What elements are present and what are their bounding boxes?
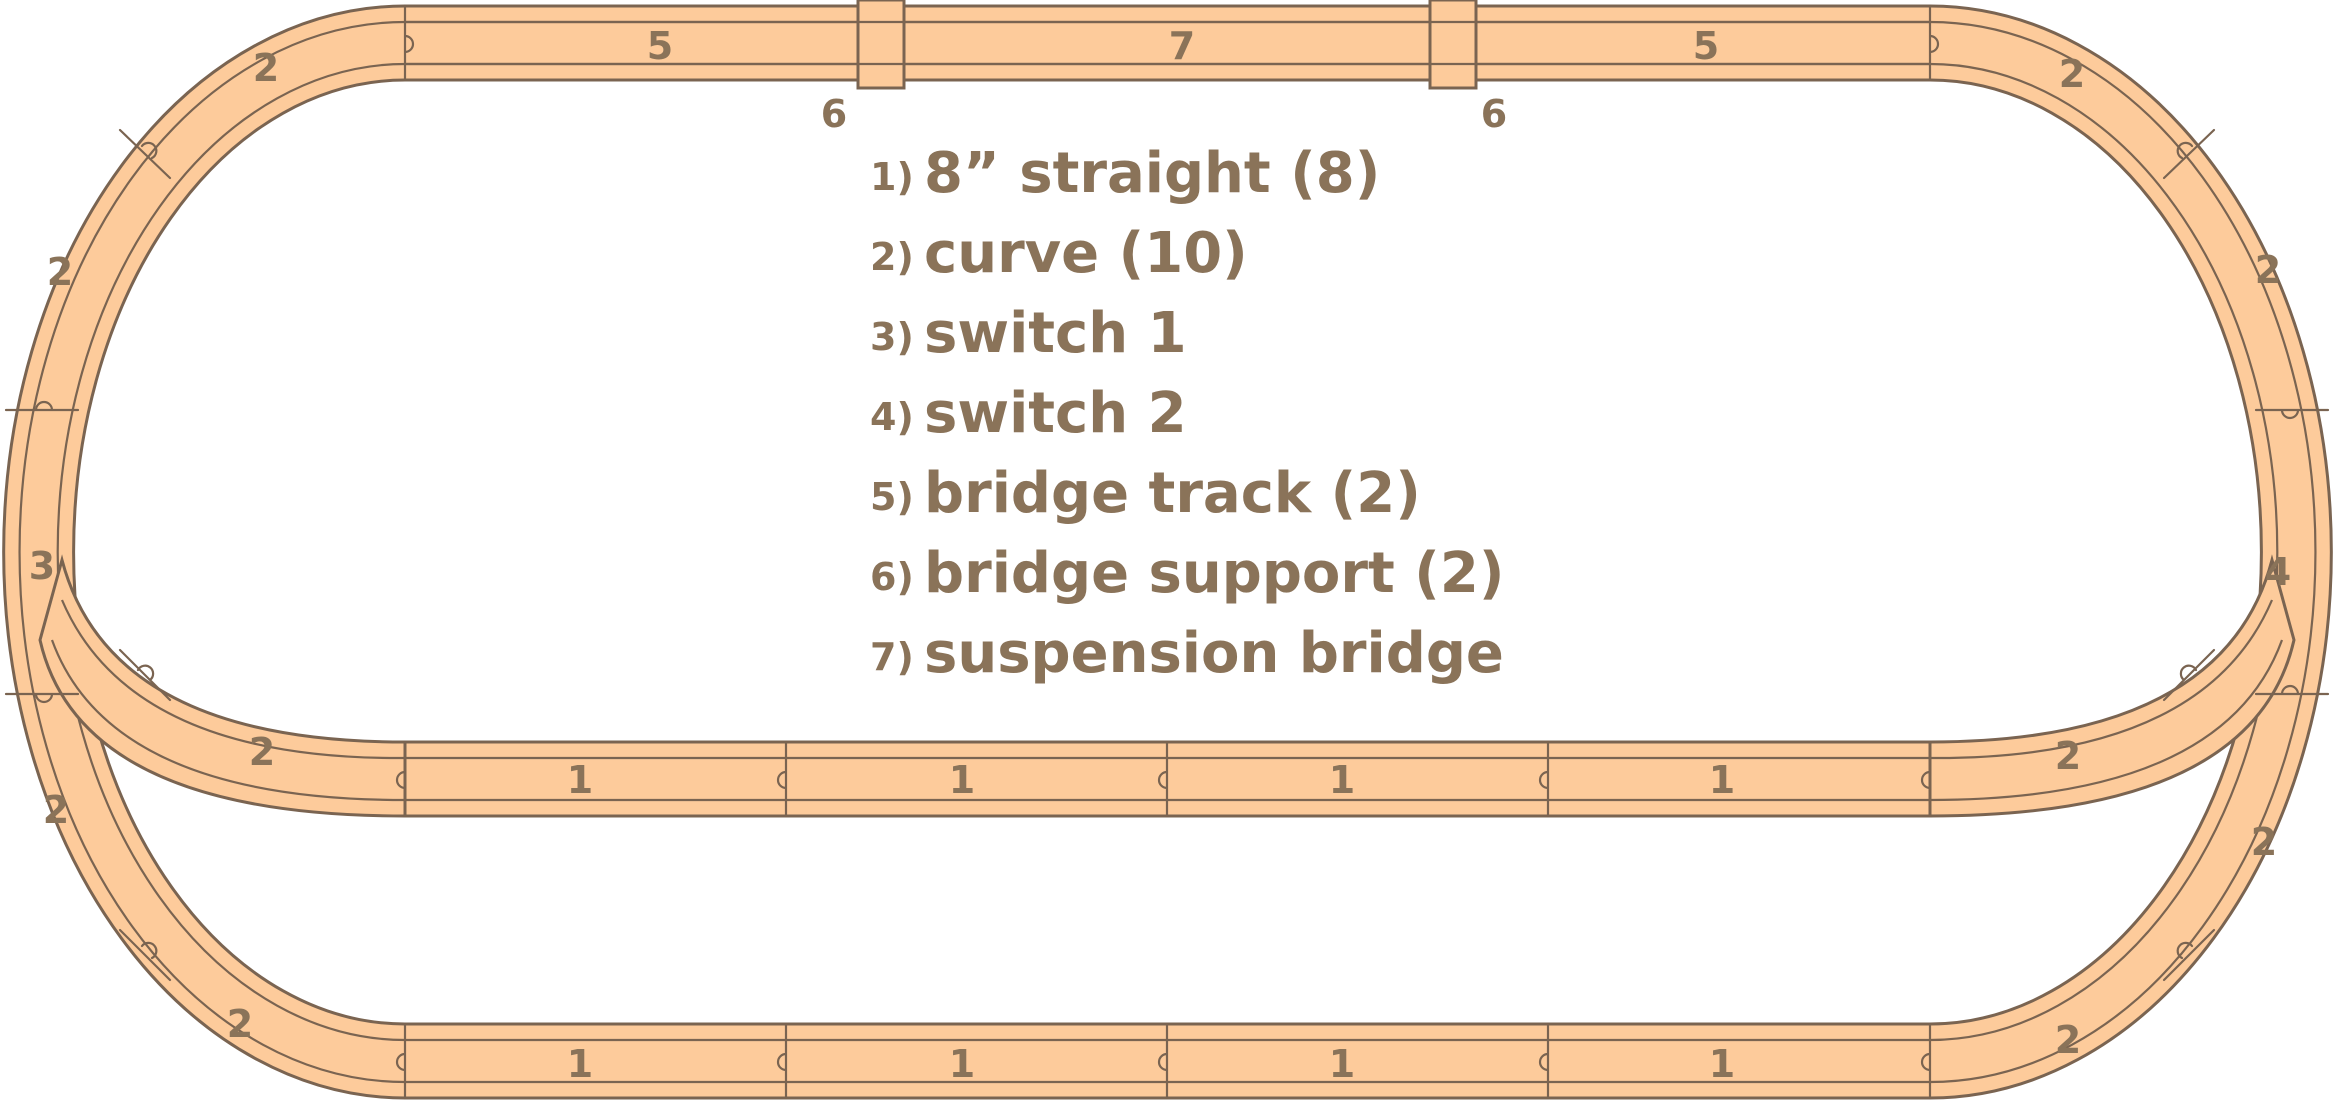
legend-index: 1) <box>870 155 914 199</box>
outer-loop-track <box>2 4 2333 1100</box>
label-upper-straight: 1 <box>1709 758 1735 802</box>
legend-item: 1) 8” straight (8) <box>870 141 1380 206</box>
legend-label: bridge track (2) <box>924 461 1421 526</box>
label-top-suspension: 7 <box>1169 24 1195 68</box>
bridge-support-right <box>1428 0 1478 90</box>
legend-index: 3) <box>870 315 914 359</box>
label-upper-straight: 1 <box>1329 758 1355 802</box>
label-switch-right: 4 <box>2265 550 2291 594</box>
legend-item: 3) switch 1 <box>870 301 1187 366</box>
legend-item: 2) curve (10) <box>870 221 1248 286</box>
legend-label: 8” straight (8) <box>924 141 1380 206</box>
label-curve-right: 2 <box>2255 248 2281 292</box>
legend-index: 2) <box>870 235 914 279</box>
label-curve-right: 2 <box>2059 52 2085 96</box>
legend-index: 4) <box>870 395 914 439</box>
label-lower-straight: 1 <box>567 1042 593 1086</box>
legend-index: 6) <box>870 555 914 599</box>
legend-label: suspension bridge <box>924 621 1504 686</box>
legend-index: 7) <box>870 635 914 679</box>
legend-label: switch 1 <box>924 301 1187 366</box>
label-upper-straight: 1 <box>567 758 593 802</box>
label-curve-right: 2 <box>2055 734 2081 778</box>
label-support-right: 6 <box>1481 92 1507 136</box>
label-curve-left: 2 <box>253 46 279 90</box>
bridge-supports <box>405 0 1930 90</box>
legend-index: 5) <box>870 475 914 519</box>
label-upper-straight: 1 <box>949 758 975 802</box>
label-curve-left: 2 <box>249 730 275 774</box>
label-top-bridge-left: 5 <box>647 24 673 68</box>
bridge-support-left <box>856 0 906 90</box>
legend-label: curve (10) <box>924 221 1248 286</box>
label-curve-left: 2 <box>47 250 73 294</box>
label-curve-right: 2 <box>2055 1018 2081 1062</box>
label-curve-left: 2 <box>43 788 69 832</box>
legend-label: switch 2 <box>924 381 1187 446</box>
label-curve-right: 2 <box>2251 820 2277 864</box>
label-switch-left: 3 <box>29 544 55 588</box>
label-lower-straight: 1 <box>1329 1042 1355 1086</box>
label-top-bridge-right: 5 <box>1693 24 1719 68</box>
label-lower-straight: 1 <box>1709 1042 1735 1086</box>
legend-item: 7) suspension bridge <box>870 621 1504 686</box>
legend-label: bridge support (2) <box>924 541 1504 606</box>
label-support-left: 6 <box>821 92 847 136</box>
legend-item: 6) bridge support (2) <box>870 541 1504 606</box>
label-curve-left: 2 <box>227 1002 253 1046</box>
legend-item: 5) bridge track (2) <box>870 461 1421 526</box>
legend: 1) 8” straight (8) 2) curve (10) 3) swit… <box>870 141 1504 686</box>
piece-labels: 5 7 5 6 6 1 1 1 1 1 1 1 1 2 2 2 2 2 2 2 … <box>29 24 2291 1086</box>
legend-item: 4) switch 2 <box>870 381 1187 446</box>
label-lower-straight: 1 <box>949 1042 975 1086</box>
